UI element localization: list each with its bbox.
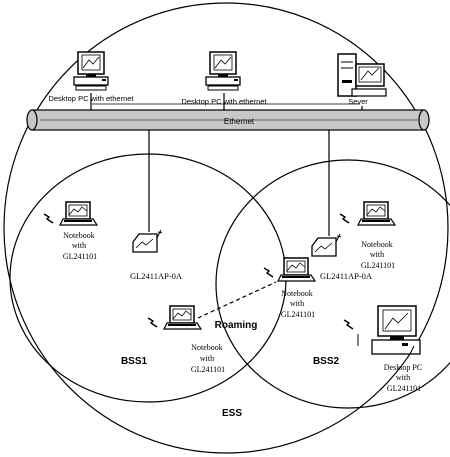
roaming-notebook-label: Notebook with GL241101 bbox=[281, 289, 315, 319]
desktop-pc-icon-2 bbox=[206, 52, 240, 90]
roaming-notebook bbox=[264, 258, 315, 281]
bss1-access-point bbox=[133, 230, 162, 252]
bss2-access-point bbox=[312, 234, 341, 256]
bss1-notebook-top bbox=[44, 202, 97, 225]
access-point-icon bbox=[312, 234, 341, 256]
bss2-notebook-top-label: Notebook with GL241101 bbox=[361, 240, 395, 270]
access-point-icon bbox=[133, 230, 162, 252]
ethernet-label: Ethernet bbox=[224, 117, 255, 126]
notebook-icon bbox=[358, 202, 395, 225]
bss1-label: BSS1 bbox=[121, 356, 148, 367]
bss2-notebook-top bbox=[340, 202, 395, 225]
wireless-signal-icon bbox=[44, 214, 53, 223]
notebook-icon bbox=[60, 202, 97, 225]
bss2-ap-label: GL2411AP-0A bbox=[320, 271, 373, 281]
notebook-icon bbox=[164, 306, 201, 329]
notebook-icon bbox=[278, 258, 315, 281]
desktop-pc-label-2: Desktop PC with ethernet bbox=[181, 97, 267, 106]
roaming-label: Roaming bbox=[215, 320, 258, 331]
desktop-pc-icon-1 bbox=[74, 52, 108, 90]
server-label: Sever bbox=[348, 97, 368, 106]
bss2-label: BSS2 bbox=[313, 356, 340, 367]
bss1-notebook-top-label: Notebook with GL241101 bbox=[63, 231, 97, 261]
bss1-notebook-bottom bbox=[148, 306, 201, 329]
wireless-signal-icon bbox=[148, 318, 157, 327]
wireless-signal-icon bbox=[264, 268, 273, 277]
ess-label: ESS bbox=[222, 408, 242, 419]
roaming-path bbox=[198, 282, 276, 318]
desktop-pc-label-1: Desktop PC with ethernet bbox=[48, 94, 134, 103]
bss2-desktop-label: Desktop PC with GL241101 bbox=[384, 363, 424, 393]
wireless-signal-icon bbox=[344, 320, 353, 329]
bss1-ap-label: GL2411AP-0A bbox=[130, 271, 183, 281]
server-icon bbox=[338, 54, 386, 96]
wireless-signal-icon bbox=[340, 214, 349, 223]
bss2-desktop-pc bbox=[372, 306, 420, 354]
bss1-notebook-bottom-label: Notebook with GL241101 bbox=[191, 343, 225, 374]
